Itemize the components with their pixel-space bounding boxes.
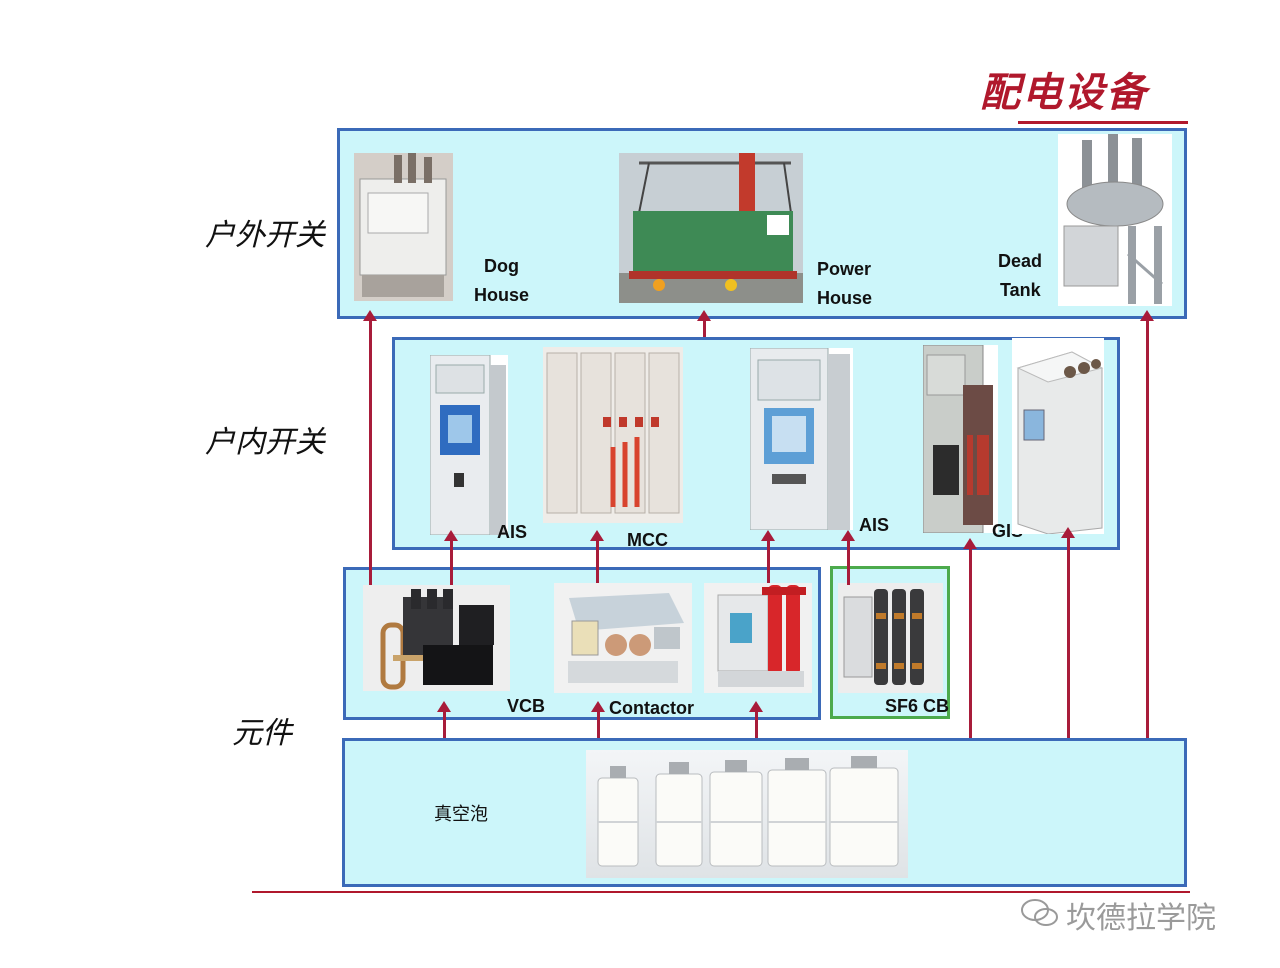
vcb-red-poles-photo — [704, 583, 812, 693]
arrow-vacuum-to-vcb-line — [443, 712, 446, 738]
arrow-vcb-to-ais-head — [444, 530, 458, 541]
vcb-photo — [363, 585, 510, 691]
dead-tank-photo — [1058, 134, 1172, 306]
bottom-rule — [252, 891, 1190, 893]
row-label-component: 元件 — [232, 716, 292, 751]
arrow-vacuum-to-contactor-head — [591, 701, 605, 712]
arrow-vcb-to-ais-line — [450, 541, 453, 585]
row-label-outdoor: 户外开关 — [205, 218, 325, 253]
arrow-vcb-to-dog-house-head — [363, 310, 377, 321]
arrow-vcb-to-ais-right-head — [761, 530, 775, 541]
arrow-vacuum-to-vcb-red-line — [755, 712, 758, 738]
arrow-vacuum-to-gis-2-head — [1061, 527, 1075, 538]
row-label-indoor: 户内开关 — [205, 425, 325, 460]
contactor-photo — [554, 583, 692, 693]
page-title: 配电设备 — [980, 69, 1148, 116]
power-house-label-line1: Power — [817, 259, 872, 279]
arrow-vacuum-to-vcb-head — [437, 701, 451, 712]
arrow-vacuum-to-dead-tank-line — [1146, 321, 1149, 738]
dead-tank-label-line2: Tank — [1000, 280, 1041, 300]
arrow-vacuum-to-gis-2-line — [1067, 538, 1070, 738]
power-house-label-line2: House — [817, 288, 873, 308]
vacuum-interrupter-label: 真空泡 — [434, 804, 488, 825]
mcc-label: MCC — [627, 530, 668, 550]
dog-house-label-line2: House — [474, 285, 530, 305]
dog-house-photo — [354, 153, 453, 301]
arrow-indoor-to-power-house-head — [697, 310, 711, 321]
arrow-indoor-to-power-house-line — [703, 321, 706, 337]
arrow-vacuum-to-gis-head — [963, 538, 977, 549]
arrow-contactor-to-mcc-line — [596, 541, 599, 583]
title-underline — [1018, 121, 1188, 124]
dog-house-label-line1: Dog — [484, 256, 519, 276]
power-house-photo — [619, 153, 803, 303]
gis-cutaway-photo — [923, 345, 998, 533]
arrow-contactor-to-mcc-head — [590, 530, 604, 541]
sf6-cb-label: SF6 CB — [885, 696, 950, 716]
arrow-vacuum-to-vcb-red-head — [749, 701, 763, 712]
ais-label-right: AIS — [859, 515, 890, 535]
arrow-vacuum-to-gis-line — [969, 549, 972, 738]
contactor-label: Contactor — [609, 698, 694, 718]
arrow-vacuum-to-contactor-line — [597, 712, 600, 738]
ais-label-left: AIS — [497, 522, 528, 542]
ais-switchgear-photo-2 — [750, 348, 853, 530]
arrow-sf6-to-ais-line — [847, 541, 850, 585]
wechat-icon — [1020, 898, 1060, 932]
gis-switchgear-photo — [1012, 338, 1104, 534]
arrow-vcb-to-dog-house-line — [369, 321, 372, 585]
arrow-vcb-to-ais-right-line — [767, 541, 770, 583]
arrow-sf6-to-ais-head — [841, 530, 855, 541]
sf6-cb-photo — [838, 583, 943, 693]
arrow-vacuum-to-dead-tank-head — [1140, 310, 1154, 321]
vacuum-interrupters-photo — [586, 750, 908, 878]
vcb-label: VCB — [507, 696, 546, 716]
dead-tank-label-line1: Dead — [998, 251, 1043, 271]
ais-switchgear-photo-1 — [430, 355, 508, 535]
watermark-text: 坎德拉学院 — [1066, 901, 1216, 936]
mcc-photo — [543, 347, 683, 523]
